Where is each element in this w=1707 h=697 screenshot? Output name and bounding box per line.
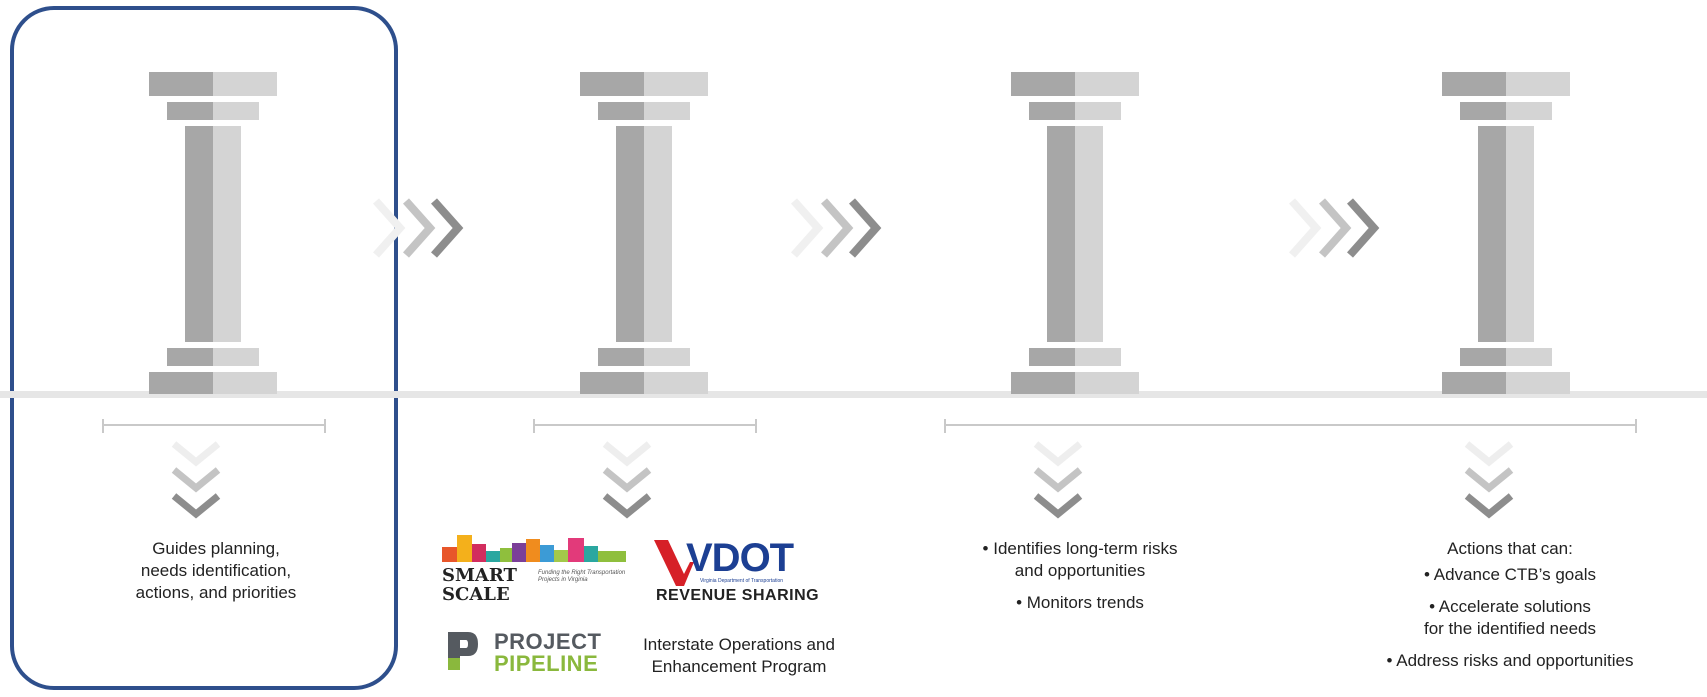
chevron-right-icon: [791, 198, 882, 258]
column-1-line: needs identification,: [140, 561, 292, 580]
column-1-line: Guides planning,: [152, 539, 280, 558]
revenue-sharing-label: REVENUE SHARING: [656, 587, 820, 604]
bracket-2: [533, 419, 757, 440]
ground-line: [0, 391, 1707, 398]
column-1-line: actions, and priorities: [135, 583, 297, 602]
vdot-v-mark: [654, 540, 694, 586]
smart-scale-bars: [442, 535, 626, 562]
bracket-3-4: [944, 419, 1637, 440]
pillar-icon: [580, 72, 708, 394]
column-4-line: • Address risks and opportunities: [1386, 651, 1634, 670]
highlight-frame: [10, 6, 398, 690]
bracket-1: [102, 419, 326, 440]
iop-label: Interstate Operations and Enhancement Pr…: [634, 634, 844, 678]
pillar-icon: [1442, 72, 1570, 394]
pipeline-word1: PROJECT: [494, 629, 602, 654]
column-3-line: • Identifies long-term risks: [982, 539, 1178, 558]
chevron-down-icon: [602, 441, 652, 519]
chevron-down-icon: [171, 441, 221, 519]
column-4-line: • Accelerate solutions: [1429, 597, 1591, 616]
smart-scale-word1: SMART: [442, 565, 517, 586]
column-4-line: Actions that can:: [1447, 539, 1573, 558]
column-3-line: and opportunities: [1014, 561, 1146, 580]
vdot-subtitle: Virginia Department of Transportation: [700, 578, 784, 584]
iop-line: Interstate Operations and: [643, 635, 835, 654]
pillar-icon: [149, 72, 277, 394]
pipeline-word2: PIPELINE: [494, 651, 599, 676]
chevron-down-icon: [1033, 441, 1083, 519]
smart-scale-tagline: Funding the Right Transportation Project…: [538, 570, 626, 583]
chevron-right-icon: [373, 198, 464, 258]
column-4-line: • Advance CTB’s goals: [1424, 565, 1596, 584]
pipeline-p-mark: [448, 632, 478, 670]
column-4-text: Actions that can: • Advance CTB’s goals …: [1360, 538, 1660, 672]
iop-line: Enhancement Program: [651, 657, 827, 676]
smart-scale-word2: SCALE: [442, 584, 510, 605]
column-3-line: • Monitors trends: [1016, 593, 1144, 612]
pillar-icon: [1011, 72, 1139, 394]
vdot-name: VDOT: [686, 536, 794, 580]
column-3-text: • Identifies long-term risks and opportu…: [960, 538, 1200, 614]
column-1-text: Guides planning, needs identification, a…: [86, 538, 346, 604]
chevron-down-icon: [1464, 441, 1514, 519]
column-4-line: for the identified needs: [1423, 619, 1596, 638]
chevron-right-icon: [1289, 198, 1380, 258]
